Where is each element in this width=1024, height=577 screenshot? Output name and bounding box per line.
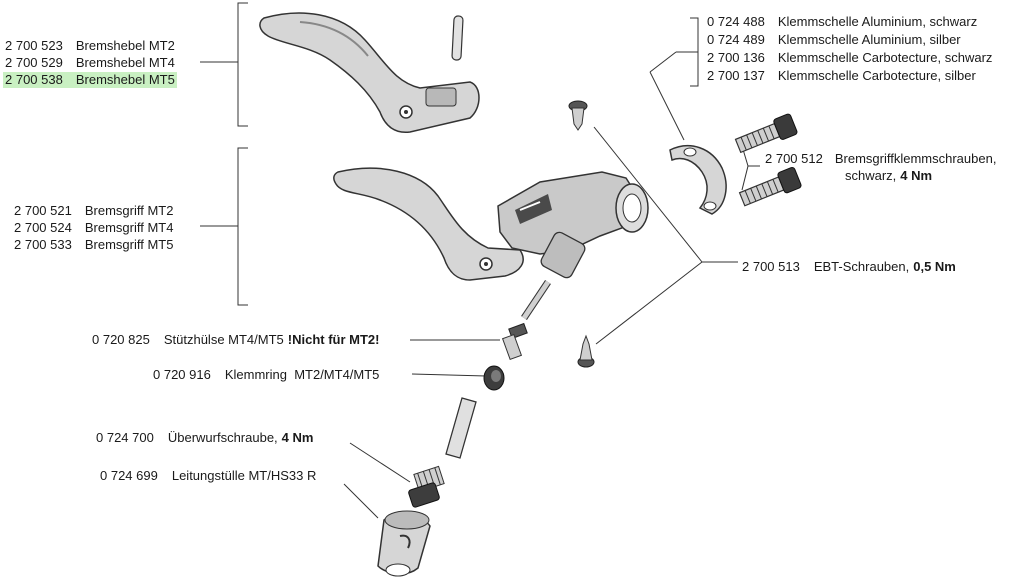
part-number: 2 700 538	[5, 72, 63, 87]
stuetzhuelse-drawing	[501, 322, 528, 361]
klemmschelle-row-1: 0 724 488 Klemmschelle Aluminium, schwar…	[707, 14, 977, 30]
part-name: Klemmschelle Aluminium, silber	[777, 32, 961, 47]
bremsgriff-row-2: 2 700 524 Bremsgriff MT4	[14, 220, 173, 236]
ebt-schrauben-drawing	[568, 100, 595, 368]
klemmschelle-row-2: 0 724 489 Klemmschelle Aluminium, silber	[707, 32, 961, 48]
part-name: Bremsgriff MT2	[84, 203, 174, 218]
ueberwurf-row: 0 724 700 Überwurfschraube, 4 Nm	[96, 430, 313, 446]
bremshebel-row-2: 2 700 529 Bremshebel MT4	[5, 55, 175, 71]
klemmschrauben-drawing	[734, 113, 802, 207]
klemmschrauben-row-2: schwarz, 4 Nm	[845, 168, 932, 184]
ebt-row: 2 700 513 EBT-Schrauben, 0,5 Nm	[742, 259, 956, 275]
part-name: Bremsgriffklemmschrauben,	[834, 151, 997, 166]
part-name-cont: schwarz,	[845, 168, 897, 183]
part-number: 2 700 521	[14, 203, 72, 218]
part-name: Bremshebel MT2	[75, 38, 175, 53]
klemmring-drawing	[483, 365, 505, 391]
part-number: 2 700 529	[5, 55, 63, 70]
bremsgriff-drawing	[333, 167, 649, 320]
part-number: 2 700 513	[742, 259, 800, 274]
torque: 4 Nm	[281, 430, 314, 445]
leitung-drawing	[445, 397, 477, 459]
part-name: Stützhülse MT4/MT5	[163, 332, 284, 347]
warning: !Nicht für MT2!	[287, 332, 380, 347]
bracket-klemmschelle	[649, 17, 699, 141]
part-name: Bremshebel MT4	[75, 55, 175, 70]
part-name: EBT-Schrauben,	[813, 259, 910, 274]
part-name: Bremshebel MT5	[75, 72, 175, 87]
klemmring-row: 0 720 916 Klemmring MT2/MT4/MT5	[153, 367, 379, 383]
bremshebel-row-1: 2 700 523 Bremshebel MT2	[5, 38, 175, 54]
part-number: 2 700 523	[5, 38, 63, 53]
part-number: 2 700 524	[14, 220, 72, 235]
leader-lines	[343, 126, 760, 519]
klemmschrauben-row: 2 700 512 Bremsgriffklemmschrauben,	[765, 151, 996, 167]
bremsgriff-row-3: 2 700 533 Bremsgriff MT5	[14, 237, 173, 253]
klemmschelle-row-3: 2 700 136 Klemmschelle Carbotecture, sch…	[707, 50, 992, 66]
part-number: 0 720 825	[92, 332, 150, 347]
ueberwurfschraube-drawing	[408, 465, 445, 508]
bremshebel-drawing	[259, 12, 480, 134]
leitungstuelle-drawing	[377, 510, 431, 577]
part-name: Leitungstülle MT/HS33 R	[171, 468, 317, 483]
part-name: Bremsgriff MT5	[84, 237, 174, 252]
part-number: 2 700 512	[765, 151, 823, 166]
part-name: Bremsgriff MT4	[84, 220, 174, 235]
part-number: 0 720 916	[153, 367, 211, 382]
klemmschelle-drawing	[669, 145, 727, 215]
torque: 4 Nm	[900, 168, 933, 183]
part-name: Klemmschelle Carbotecture, schwarz	[777, 50, 993, 65]
leitungstuelle-row: 0 724 699 Leitungstülle MT/HS33 R	[100, 468, 316, 484]
bremshebel-row-3-highlighted[interactable]: 2 700 538 Bremshebel MT5	[3, 72, 177, 88]
bracket-bremsgriff	[200, 147, 248, 306]
part-number: 0 724 488	[707, 14, 765, 29]
stuetzhuelse-row: 0 720 825 Stützhülse MT4/MT5 !Nicht für …	[92, 332, 380, 348]
part-number: 0 724 700	[96, 430, 154, 445]
part-number: 2 700 533	[14, 237, 72, 252]
torque: 0,5 Nm	[913, 259, 956, 274]
part-name: Klemmschelle Carbotecture, silber	[777, 68, 976, 83]
bracket-bremshebel	[200, 2, 248, 127]
bremsgriff-row-1: 2 700 521 Bremsgriff MT2	[14, 203, 173, 219]
part-number: 2 700 137	[707, 68, 765, 83]
part-name: Überwurfschraube,	[167, 430, 278, 445]
part-name: Klemmring MT2/MT4/MT5	[224, 367, 380, 382]
part-number: 0 724 489	[707, 32, 765, 47]
klemmschelle-row-4: 2 700 137 Klemmschelle Carbotecture, sil…	[707, 68, 976, 84]
part-number: 0 724 699	[100, 468, 158, 483]
part-name: Klemmschelle Aluminium, schwarz	[777, 14, 978, 29]
part-number: 2 700 136	[707, 50, 765, 65]
